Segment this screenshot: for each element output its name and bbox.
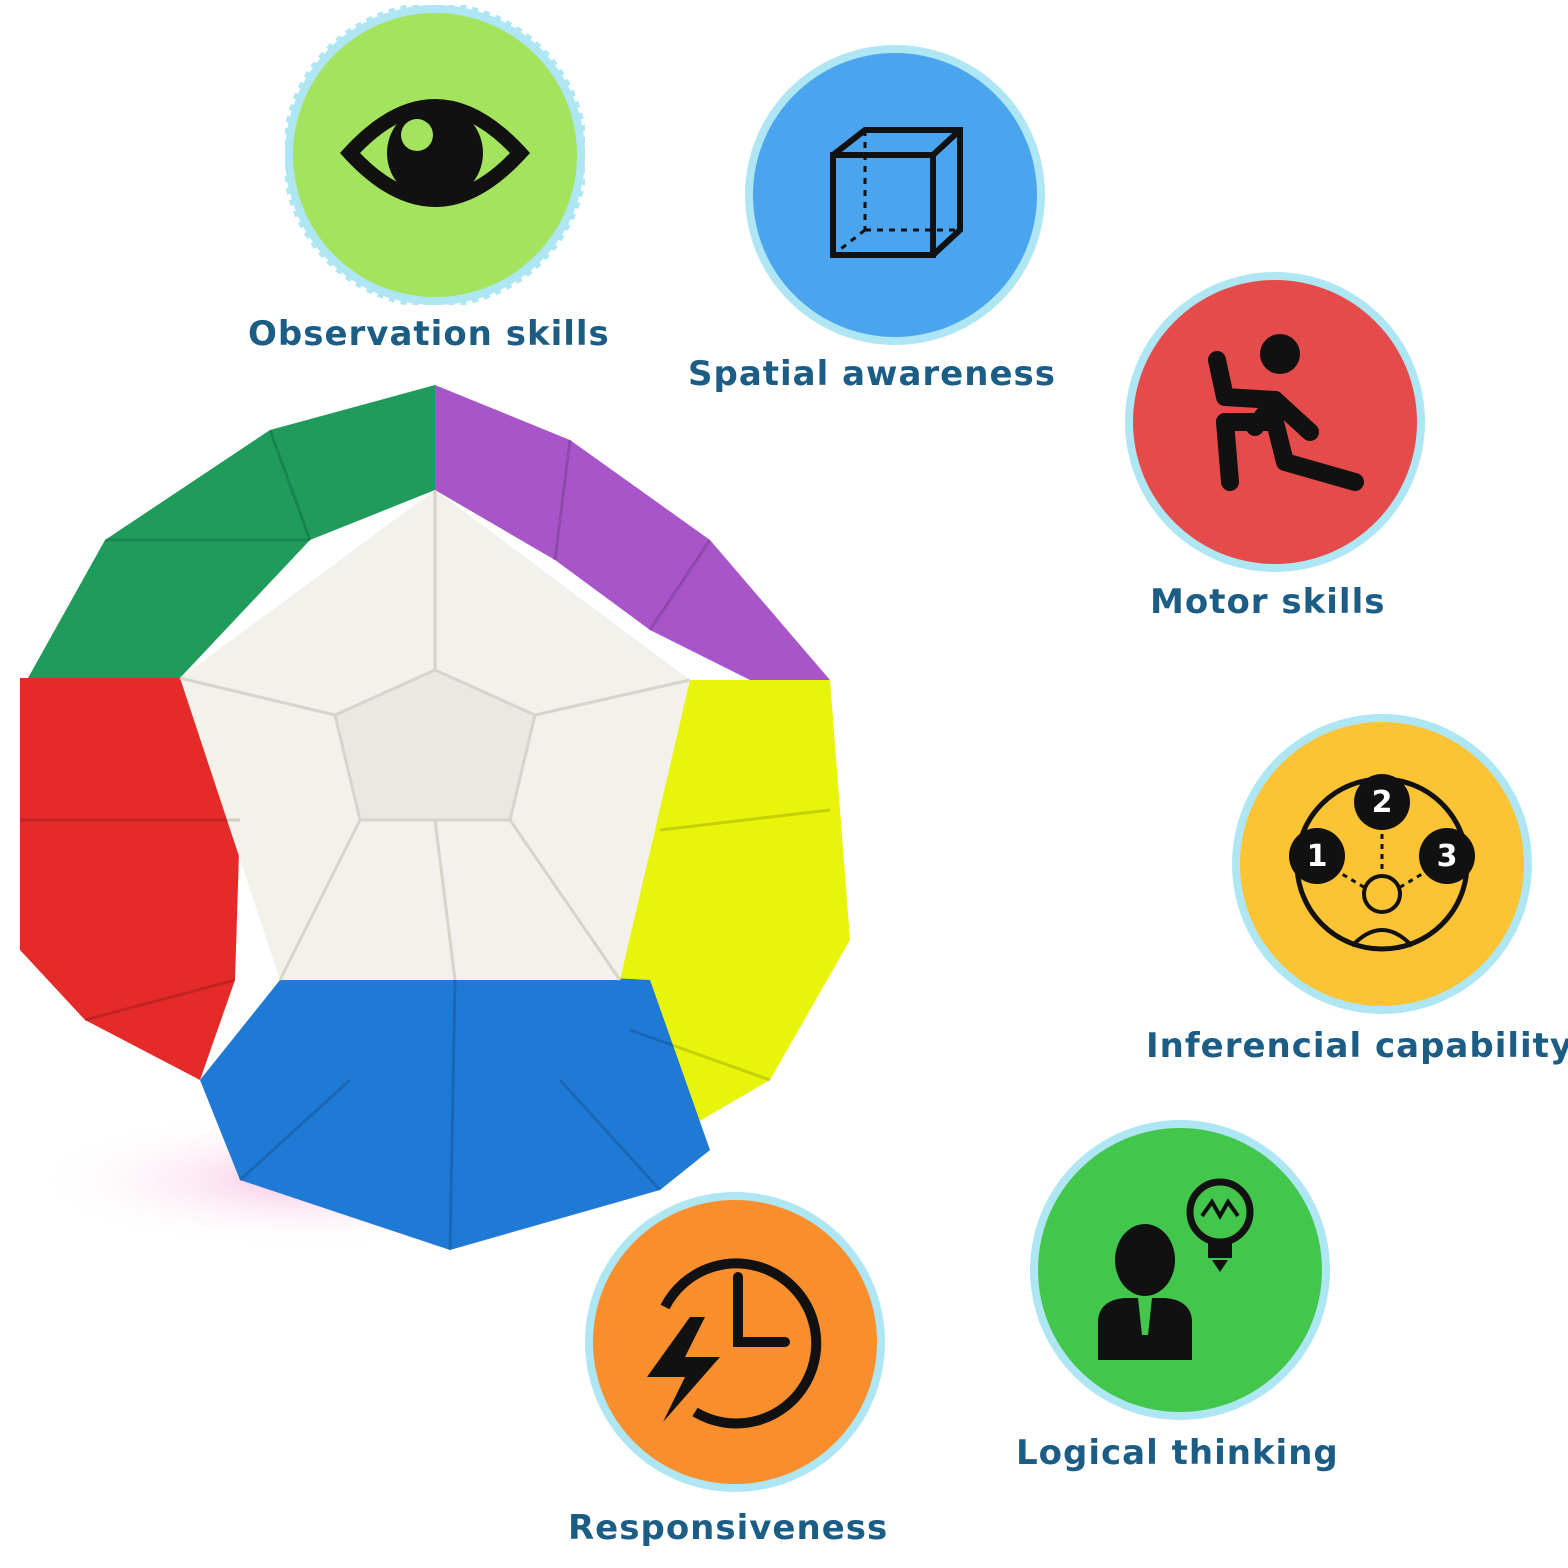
skill-label-observation: Observation skills (248, 314, 610, 354)
skill-label-spatial: Spatial awareness (688, 354, 1056, 394)
decision-icon (1289, 774, 1475, 952)
decision-number-3: 3 (1437, 839, 1458, 874)
skill-label-inference: Inferencial capability (1146, 1026, 1568, 1066)
badge-inference: 2 1 3 (1232, 714, 1532, 1014)
skill-label-response: Responsiveness (568, 1508, 889, 1548)
running-person-icon (1208, 334, 1364, 491)
eye-icon (340, 99, 530, 207)
decision-number-2: 2 (1372, 785, 1393, 820)
badge-logic (1030, 1120, 1330, 1420)
skill-label-logic: Logical thinking (1016, 1433, 1339, 1473)
cube-icon (830, 127, 963, 258)
badge-response (585, 1192, 885, 1492)
badge-observation (285, 5, 585, 305)
badge-spatial (745, 45, 1045, 345)
clock-lightning-icon (647, 1258, 822, 1429)
badge-motor (1125, 272, 1425, 572)
decision-number-1: 1 (1307, 839, 1328, 874)
skill-label-motor: Motor skills (1150, 582, 1386, 622)
megaminx-cube-image (20, 385, 850, 1251)
thinker-lightbulb-icon (1098, 1178, 1254, 1360)
